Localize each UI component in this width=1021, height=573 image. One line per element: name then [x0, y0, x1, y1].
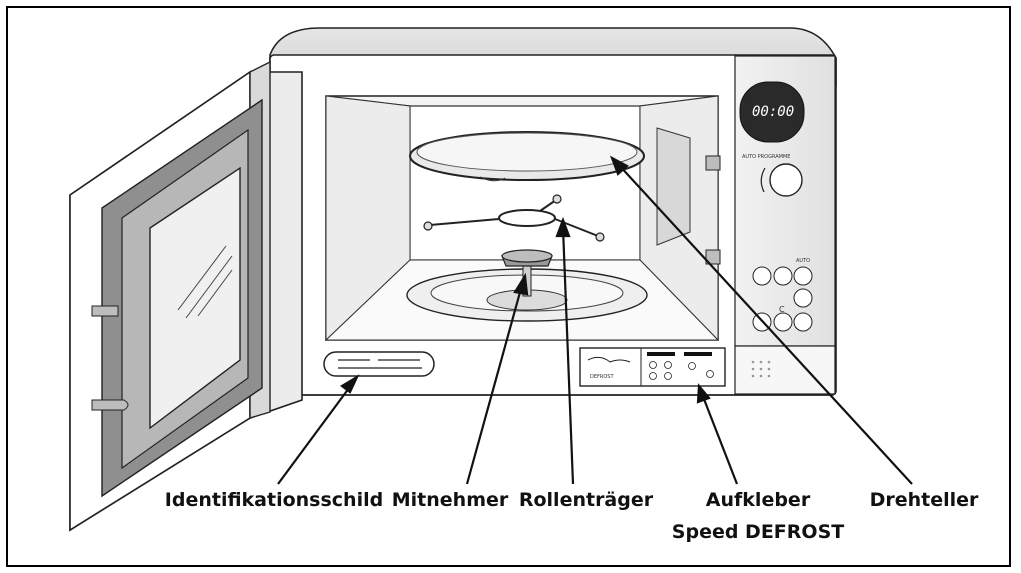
label-driver: Mitnehmer: [392, 489, 509, 511]
auto-label: AUTO: [796, 258, 810, 264]
button-defrost: [752, 266, 772, 286]
button-clear: [773, 312, 793, 332]
sticker-defrost-text: DEFROST: [590, 374, 614, 380]
auto-programme-label: AUTO PROGRAMME: [742, 154, 790, 160]
microwave-door: [69, 60, 303, 532]
label-identification-plate: Identifikationsschild: [165, 489, 383, 511]
button-speed-defrost: [793, 288, 813, 308]
button-start: [793, 312, 813, 332]
label-sticker-line1: Aufkleber: [706, 489, 811, 511]
turntable: [409, 131, 645, 182]
diagram-border: [6, 6, 1011, 567]
button-power: [773, 266, 793, 286]
speed-defrost-sticker: DEFROST: [579, 347, 726, 387]
label-sticker-line2: Speed DEFROST: [672, 521, 844, 543]
label-roller-support: Rollenträger: [519, 489, 654, 511]
control-panel: 00:00 AUTO PROGRAMME AUTO C: [739, 81, 813, 378]
leader-lines: [277, 155, 913, 485]
auto-programme-dial: [769, 163, 803, 197]
latch-hole-upper: [705, 155, 721, 171]
label-turntable: Drehteller: [870, 489, 979, 511]
c-label: C: [779, 305, 785, 314]
latch-hole-lower: [705, 249, 721, 265]
identification-plate: [323, 351, 435, 377]
button-auto: [793, 266, 813, 286]
display-readout: 00:00: [752, 104, 794, 120]
